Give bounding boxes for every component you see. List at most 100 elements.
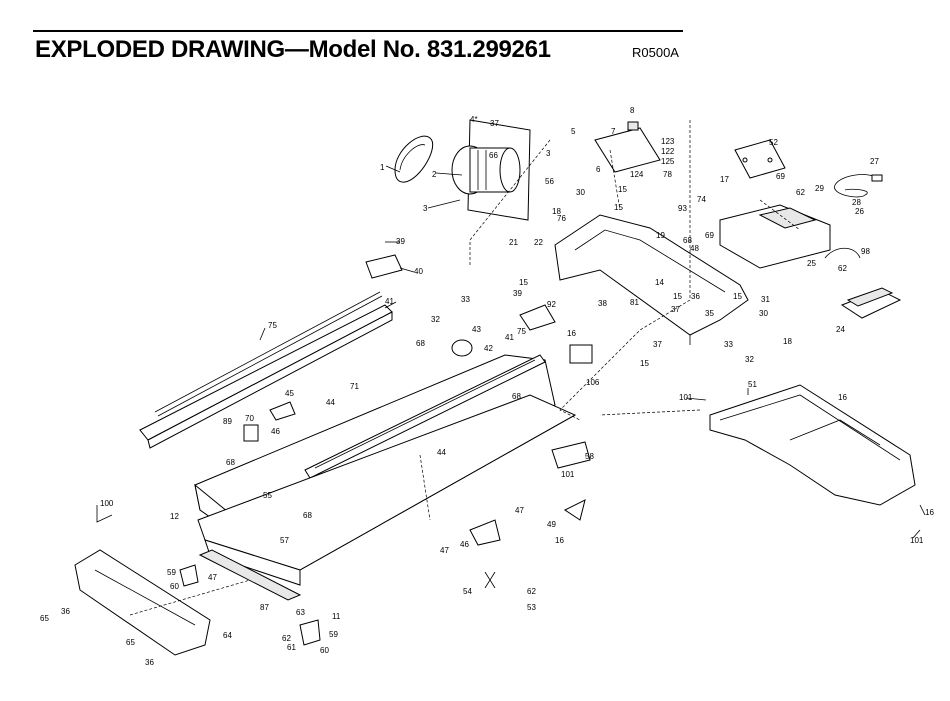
front-roller-guard — [451, 339, 473, 357]
title-rule — [33, 30, 683, 32]
callout: 62 — [282, 634, 291, 643]
callout: 48 — [690, 244, 699, 253]
hex-key — [96, 505, 113, 523]
callout: 15 — [673, 292, 682, 301]
callout: 25 — [807, 259, 816, 268]
callout: 8 — [630, 106, 635, 115]
callout: 38 — [598, 299, 607, 308]
step-plate — [198, 549, 302, 601]
callout: 66 — [489, 151, 498, 160]
callout: 30 — [576, 188, 585, 197]
callout: 15 — [614, 203, 623, 212]
callout: 39 — [513, 289, 522, 298]
callout: 68 — [416, 339, 425, 348]
wire-harness — [824, 247, 861, 259]
callout: 17 — [720, 175, 729, 184]
callout: 36 — [145, 658, 154, 667]
callout: 59 — [167, 568, 176, 577]
callout: 15 — [618, 185, 627, 194]
callout: 49 — [547, 520, 556, 529]
base-pan — [709, 384, 916, 506]
callout: 42 — [484, 344, 493, 353]
key-holder — [243, 424, 259, 442]
electrical-box — [840, 287, 902, 319]
callout: 26 — [855, 207, 864, 216]
callout: 61 — [287, 643, 296, 652]
callout: 33 — [724, 340, 733, 349]
callout: 12 — [170, 512, 179, 521]
callout: 46 — [460, 540, 469, 549]
callout: 33 — [461, 295, 470, 304]
rail-end-cap — [365, 254, 403, 279]
callout: 44 — [437, 448, 446, 457]
callout: 16 — [925, 508, 934, 517]
callout: 6 — [596, 165, 601, 174]
controller-board — [594, 121, 661, 173]
callout: 78 — [663, 170, 672, 179]
callout: 36 — [691, 292, 700, 301]
callout: 56 — [545, 177, 554, 186]
callout: 16 — [555, 536, 564, 545]
callout: 71 — [350, 382, 359, 391]
callout: 18 — [552, 207, 561, 216]
callout: 35 — [705, 309, 714, 318]
callout: 60 — [320, 646, 329, 655]
callout: 100 — [100, 499, 114, 508]
callout: 7 — [611, 127, 616, 136]
callout: 16 — [838, 393, 847, 402]
callout: 53 — [527, 603, 536, 612]
callout: 45 — [285, 389, 294, 398]
callout: 76 — [557, 214, 566, 223]
callout: 16 — [567, 329, 576, 338]
callout: 122 — [661, 147, 675, 156]
callout: 37 — [671, 305, 680, 314]
callout: 75 — [517, 327, 526, 336]
callout: 68 — [683, 236, 692, 245]
callout: 87 — [260, 603, 269, 612]
callout: 59 — [329, 630, 338, 639]
callout: 64 — [223, 631, 232, 640]
callout: 32 — [745, 355, 754, 364]
callout: 60 — [170, 582, 179, 591]
callout: 30 — [759, 309, 768, 318]
foot-pad-left — [179, 564, 199, 587]
callout: 28 — [852, 198, 861, 207]
callout: 11 — [332, 612, 341, 621]
callout: 19 — [656, 231, 665, 240]
callout: 22 — [534, 238, 543, 247]
leader-lines — [259, 165, 926, 539]
callout: 70 — [245, 414, 254, 423]
callout: 40 — [414, 267, 423, 276]
motor-tray — [719, 204, 831, 269]
upper-pc-board — [734, 139, 786, 179]
callout: 89 — [223, 417, 232, 426]
rear-foot — [551, 441, 591, 469]
callout: 15 — [733, 292, 742, 301]
callout: 41 — [385, 297, 394, 306]
callout: 65 — [40, 614, 49, 623]
callout: 27 — [870, 157, 879, 166]
power-cord — [834, 174, 883, 198]
walking-deck — [197, 394, 577, 586]
callout: 3 — [546, 149, 551, 158]
callout: 58 — [585, 452, 594, 461]
callout: 65 — [126, 638, 135, 647]
callout: 125 — [661, 157, 675, 166]
front-end-cap — [74, 549, 211, 656]
callout: 44 — [326, 398, 335, 407]
callout: 14 — [655, 278, 664, 287]
callout: 51 — [748, 380, 757, 389]
callout: 46 — [271, 427, 280, 436]
end-cap-right — [564, 499, 586, 521]
spring-clip — [484, 571, 496, 589]
callout: 29 — [815, 184, 824, 193]
side-rail-right — [304, 354, 546, 479]
callout: 124 — [630, 170, 644, 179]
callout: 47 — [208, 573, 217, 582]
callout: 24 — [836, 325, 845, 334]
callout-labels: 1 2 3 4* 37 66 3 5 7 8 123 122 125 78 12… — [40, 106, 934, 667]
callout: 101 — [561, 470, 575, 479]
assembly-lines — [129, 120, 801, 616]
callout: 101 — [679, 393, 693, 402]
drawing-code: R0500A — [632, 45, 679, 60]
